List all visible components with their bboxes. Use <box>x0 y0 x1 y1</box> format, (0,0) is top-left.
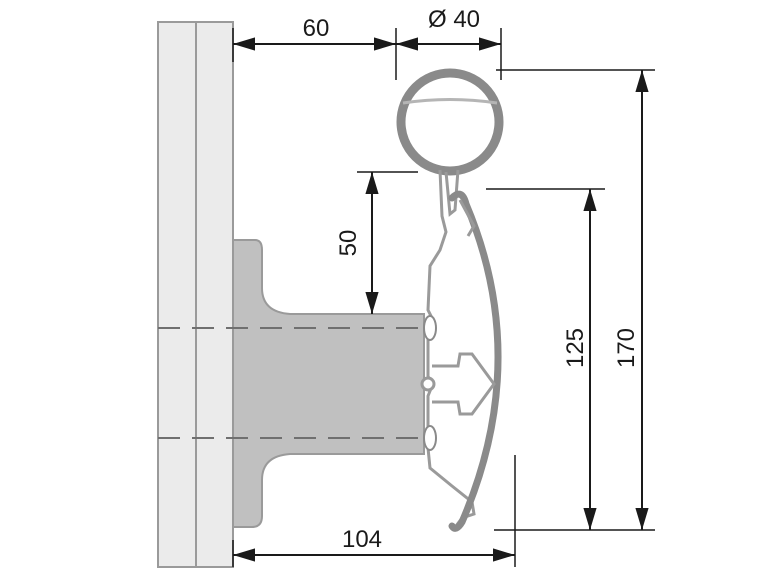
tube-outer <box>396 68 504 176</box>
dimension-lines <box>233 37 649 562</box>
center-clip <box>432 352 496 416</box>
screw-head-upper <box>423 315 437 341</box>
wall-bracket <box>232 239 425 528</box>
dim-rail-diameter-label: Ø 40 <box>428 6 480 33</box>
dim-bumper-height-label: 125 <box>562 328 589 368</box>
bumper-profile <box>448 190 502 532</box>
profile-neck <box>444 169 460 217</box>
tube-inner-cap <box>402 98 498 105</box>
dim-rail-offset-label: 60 <box>303 15 330 42</box>
extension-lines <box>232 28 655 567</box>
dim-total-depth-label: 104 <box>342 526 382 553</box>
screw-head-lower <box>423 425 437 451</box>
carrier-profile <box>426 169 476 527</box>
bumper-hook-top <box>458 199 476 237</box>
screw-heads <box>423 315 437 451</box>
handrail-tube <box>396 68 504 176</box>
dim-total-height-label: 170 <box>613 328 640 368</box>
wall <box>157 21 234 568</box>
dim-bracket-height-label: 50 <box>335 230 362 257</box>
fixing-screws <box>158 327 424 439</box>
clip-pivot <box>420 376 436 392</box>
